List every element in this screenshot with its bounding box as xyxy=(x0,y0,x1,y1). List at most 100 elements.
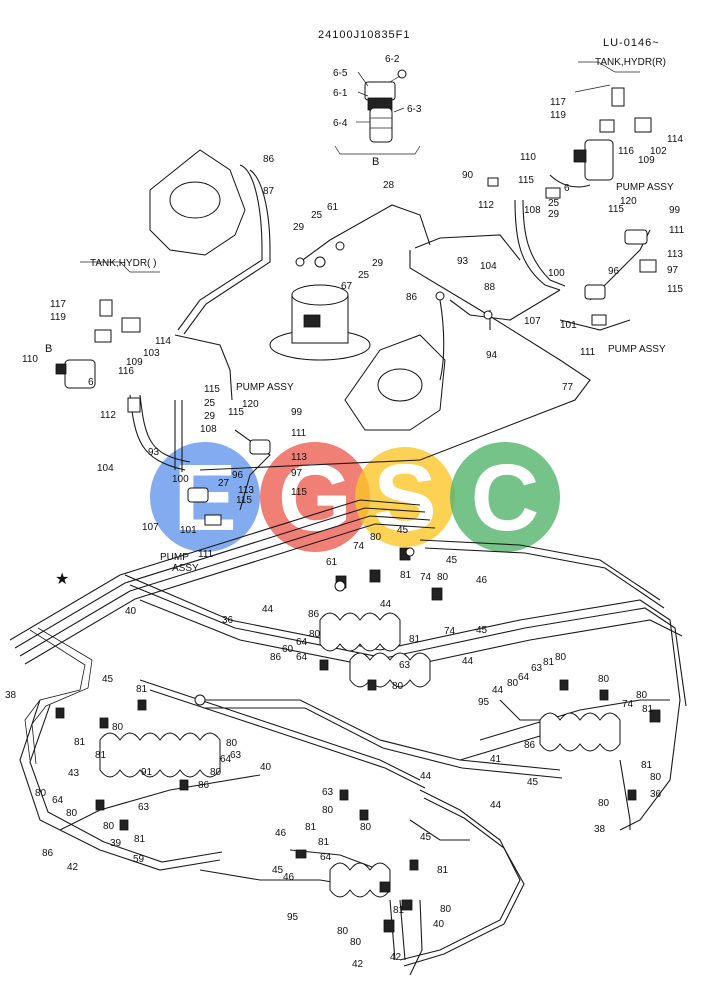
label-part: 90 xyxy=(462,170,474,181)
label-part: 29 xyxy=(372,258,384,269)
label-part: 99 xyxy=(291,407,303,418)
label-part: 111 xyxy=(580,347,596,358)
label-part: 120 xyxy=(620,196,637,207)
label-part: 80 xyxy=(392,681,404,692)
label-part: 110 xyxy=(22,354,38,365)
label-part: 25 xyxy=(204,398,216,409)
label-part: 81 xyxy=(641,760,653,771)
label-part: 100 xyxy=(548,268,565,279)
label-part: 115 xyxy=(291,487,307,498)
label-part: 81 xyxy=(437,865,449,876)
label-part: 80 xyxy=(210,767,222,778)
label-part: 61 xyxy=(327,202,339,213)
label-part: 80 xyxy=(226,738,238,749)
label-part: 86 xyxy=(308,609,320,620)
label-part: 86 xyxy=(198,780,210,791)
label-part: 25 xyxy=(548,198,560,209)
label-part: 113 xyxy=(667,249,683,260)
label-part: 40 xyxy=(433,919,445,930)
label-part: 101 xyxy=(560,320,577,331)
label-part: 115 xyxy=(608,204,624,215)
label-part: 25 xyxy=(311,210,323,221)
label-part: 44 xyxy=(492,685,504,696)
right-upper-labels: 117 119 114 102 116 109 110 6 90 115 25 … xyxy=(383,97,685,393)
label-part: 111 xyxy=(198,549,214,560)
label-part: 80 xyxy=(598,674,610,685)
label-part: 45 xyxy=(476,625,488,636)
label-part: 64 xyxy=(220,754,232,765)
label-part: 41 xyxy=(490,754,502,765)
label-part: 59 xyxy=(133,854,145,865)
detail-b-filter xyxy=(334,69,421,155)
label-part: 115 xyxy=(228,407,244,418)
label-part: 100 xyxy=(172,474,189,485)
label-part: 44 xyxy=(490,800,502,811)
label-6-1: 6-1 xyxy=(333,88,348,99)
label-part: 80 xyxy=(370,532,382,543)
label-part: 81 xyxy=(393,905,405,916)
label-part: 64 xyxy=(296,652,308,663)
label-part: 46 xyxy=(476,575,488,586)
label-part: 103 xyxy=(143,348,160,359)
label-part: 81 xyxy=(543,657,555,668)
label-part: 45 xyxy=(420,832,432,843)
label-part: 115 xyxy=(236,495,252,506)
label-part: 108 xyxy=(200,424,217,435)
lower-right-labels: 44 80 64 63 81 80 80 74 80 81 95 86 41 4… xyxy=(380,599,662,835)
label-part: 60 xyxy=(282,644,294,655)
label-part: 28 xyxy=(383,180,395,191)
watermark-letter-c: C xyxy=(471,445,540,551)
label-6-2: 6-2 xyxy=(385,54,400,65)
label-part: 27 xyxy=(218,478,230,489)
label-part: 97 xyxy=(291,468,303,479)
label-part: 29 xyxy=(204,411,216,422)
label-part: 44 xyxy=(420,771,432,782)
drawing-number: 24100J10835F1 xyxy=(318,29,411,41)
label-part: 64 xyxy=(52,795,64,806)
label-part: 80 xyxy=(360,822,372,833)
label-part: 104 xyxy=(97,463,114,474)
label-part: 80 xyxy=(66,808,78,819)
label-part: 115 xyxy=(204,384,220,395)
label-part: 42 xyxy=(67,862,79,873)
label-part: 81 xyxy=(305,822,317,833)
label-part: 86 xyxy=(524,740,536,751)
upper-piping xyxy=(55,61,657,526)
label-part: 6 xyxy=(88,377,94,388)
label-part: 111 xyxy=(291,428,307,439)
lower-piping xyxy=(9,499,687,976)
label-part: 111 xyxy=(669,225,685,236)
label-part: 44 xyxy=(462,656,474,667)
star-mark: ★ xyxy=(55,571,69,588)
label-part: 102 xyxy=(650,146,667,157)
label-part: 80 xyxy=(437,572,449,583)
label-part: 44 xyxy=(262,604,274,615)
label-part: 119 xyxy=(50,312,66,323)
label-part: 113 xyxy=(238,485,254,496)
label-part: 107 xyxy=(142,522,159,533)
lower-center-labels: 61 74 80 45 45 81 74 80 46 86 64 80 60 6… xyxy=(270,525,488,970)
label-part: 74 xyxy=(420,572,432,583)
label-6-4: 6-4 xyxy=(333,118,348,129)
label-part: 94 xyxy=(486,350,498,361)
label-part: 112 xyxy=(100,410,116,421)
label-part: 80 xyxy=(309,629,321,640)
label-part: 63 xyxy=(138,802,150,813)
label-part: 67 xyxy=(341,281,353,292)
label-part: 36 xyxy=(222,615,234,626)
label-part: 81 xyxy=(134,834,146,845)
label-part: 86 xyxy=(406,292,418,303)
label-part: 63 xyxy=(230,750,242,761)
label-part: 117 xyxy=(50,299,66,310)
label-part: 46 xyxy=(283,872,295,883)
tank-right-label: TANK,HYDR(R) xyxy=(595,57,666,68)
label-part: 95 xyxy=(287,912,299,923)
label-part: 64 xyxy=(518,672,530,683)
label-part: 108 xyxy=(524,205,541,216)
pump-assy-label-2: PUMP ASSY xyxy=(608,344,666,355)
label-part: 88 xyxy=(484,282,496,293)
label-part: 44 xyxy=(380,599,392,610)
label-part: 119 xyxy=(550,110,566,121)
label-6-5: 6-5 xyxy=(333,68,348,79)
